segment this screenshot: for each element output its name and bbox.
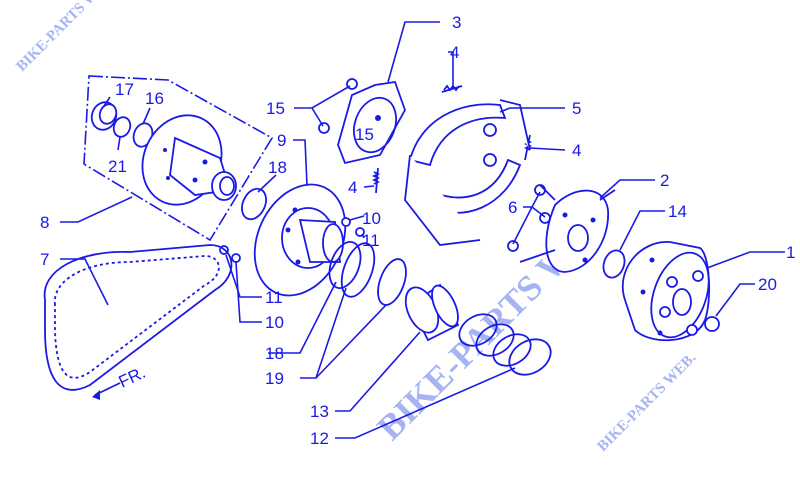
label-15: 15 [266, 99, 285, 118]
group-outline-8 [83, 75, 274, 242]
part-4-spring-top [441, 84, 463, 93]
label-20: 20 [758, 275, 777, 294]
label-19: 19 [265, 369, 284, 388]
label-18b: 18 [265, 344, 284, 363]
part-3-plate [337, 81, 406, 165]
part-12-spring [458, 313, 552, 376]
label-10b: 10 [265, 313, 284, 332]
label-14: 14 [668, 202, 687, 221]
label-1: 1 [786, 243, 795, 262]
part-7-belt: FR. [43, 244, 233, 400]
part-labels: 3 4 5 4 15 15 17 16 21 9 18 4 10 11 6 2 … [40, 13, 795, 448]
label-17: 17 [115, 80, 134, 99]
part-21-circlip [112, 116, 132, 138]
part-5-clutch-shoes [404, 99, 531, 246]
label-6: 6 [508, 198, 517, 217]
part-4-spring-left [371, 167, 381, 194]
svg-text:BIKE-PARTS WEB: BIKE-PARTS WEB [14, 0, 116, 75]
part-9-movable-pulley [253, 183, 347, 297]
leader-lines [60, 21, 785, 439]
part-19-o-ring [340, 242, 376, 298]
svg-text:BIKE-PARTS WEB.: BIKE-PARTS WEB. [595, 350, 700, 455]
label-4: 4 [450, 43, 459, 62]
part-17-bearing [90, 101, 118, 131]
label-10: 10 [362, 209, 381, 228]
label-2: 2 [660, 171, 669, 190]
label-18: 18 [268, 158, 287, 177]
label-16: 16 [145, 89, 164, 108]
label-13: 13 [310, 402, 329, 421]
label-5: 5 [572, 99, 581, 118]
label-3: 3 [452, 13, 461, 32]
part-6-nut-3 [507, 240, 519, 252]
label-12: 12 [310, 429, 329, 448]
label-4c: 4 [348, 178, 357, 197]
part-20-nut [704, 316, 720, 332]
label-8: 8 [40, 213, 49, 232]
belt-direction-text: FR. [116, 363, 149, 392]
label-21: 21 [108, 157, 127, 176]
part-11-pin [231, 253, 241, 263]
part-15-nut-2 [318, 122, 330, 134]
label-11b: 11 [265, 288, 283, 307]
part-13-sleeve [404, 283, 460, 342]
part-18-ring [328, 241, 362, 289]
part-14-washer [602, 249, 626, 279]
label-9: 9 [277, 131, 286, 150]
part-10-pin-2 [341, 217, 351, 227]
label-11: 11 [362, 231, 380, 250]
part-2-back-plate [519, 184, 616, 273]
part-8-half-pulley [141, 114, 237, 206]
part-1-clutch-bell [621, 241, 710, 342]
label-15b: 15 [355, 125, 374, 144]
label-4b: 4 [572, 141, 581, 160]
label-7: 7 [40, 250, 49, 269]
part-19-o-ring-2 [377, 258, 407, 306]
